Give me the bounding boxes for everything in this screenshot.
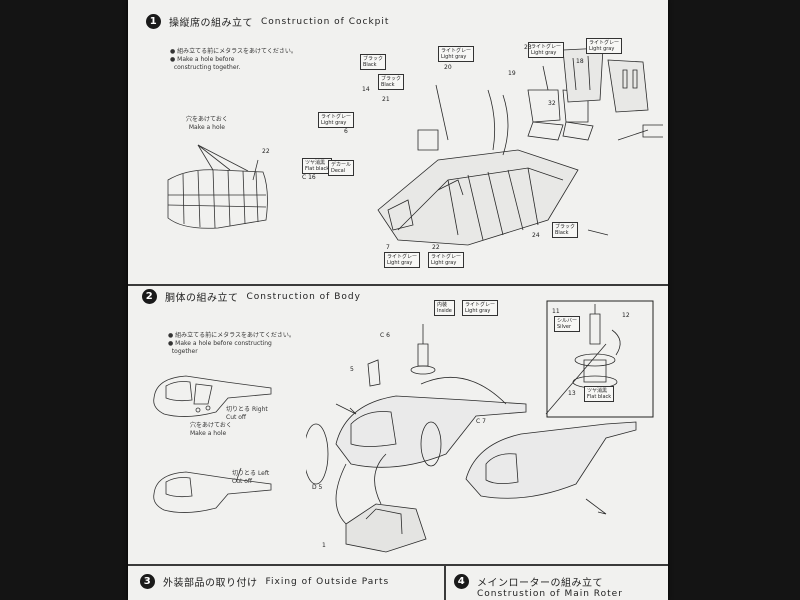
title-en: Construction of Body: [246, 291, 361, 302]
section-cockpit: 1 操縦席の組み立て Construction of Cockpit ● 組み立…: [128, 0, 668, 284]
cut-left-label: 切りとる Left Cut off: [232, 470, 270, 485]
part-number: D 5: [312, 484, 323, 491]
part-number: C 6: [380, 332, 390, 339]
hole-note: ● 組み立てる前にメタラスをあけてください。 ● Make a hole bef…: [168, 332, 295, 355]
section-header: 4 メインローターの組み立て Construstion of Main Rote…: [454, 574, 623, 599]
section-header: 1 操縦席の組み立て Construction of Cockpit: [146, 14, 389, 29]
note-en-1: Make a hole before: [177, 56, 235, 63]
part-number: 18: [576, 58, 584, 65]
step-number: 4: [454, 574, 469, 589]
note-jp: 組み立てる前にメタラスをあけてください。: [177, 48, 297, 55]
body-exploded-drawing: [306, 304, 656, 558]
hole-callout: 穴をあけておく Make a hole: [186, 116, 228, 132]
step-number: 2: [142, 289, 157, 304]
title-en: Construstion of Main Roter: [477, 589, 623, 599]
part-number: C 7: [476, 418, 486, 425]
part-number: 22: [262, 148, 270, 155]
hole-en: Make a hole: [188, 124, 225, 131]
part-number: 1: [322, 542, 326, 549]
part-number: 6: [344, 128, 348, 135]
section-outside-parts: 3 外装部品の取り付け Fixing of Outside Parts: [128, 566, 668, 600]
part-number: 11: [552, 308, 560, 315]
part-number: 19: [508, 70, 516, 77]
step-number: 3: [140, 574, 155, 589]
part-number: 14: [362, 86, 370, 93]
part-number: 23: [524, 44, 532, 51]
section-header: 3 外装部品の取り付け Fixing of Outside Parts: [140, 574, 389, 589]
note-jp: 組み立てる前にメタラスをあけてください。: [175, 332, 295, 339]
part-number: 32: [548, 100, 556, 107]
part-number: 7: [386, 244, 390, 251]
title-en: Construction of Cockpit: [261, 16, 390, 27]
note-en-1: Make a hole before constructing: [175, 340, 272, 347]
section-divider: [128, 564, 668, 566]
hole-note: ● 組み立てる前にメタラスをあけてください。 ● Make a hole bef…: [170, 48, 297, 71]
hole-jp: 穴をあけておく: [186, 116, 228, 123]
detail-box: [546, 300, 654, 418]
section-main-rotor: 4 メインローターの組み立て Construstion of Main Rote…: [450, 566, 668, 600]
title-jp: 外装部品の取り付け: [163, 578, 258, 589]
part-number: C 16: [302, 174, 316, 181]
column-divider: [444, 566, 446, 600]
section-header: 2 胴体の組み立て Construction of Body: [142, 289, 361, 304]
section-body: 2 胴体の組み立て Construction of Body ● 組み立てる前に…: [128, 286, 668, 564]
part-number: 12: [622, 312, 630, 319]
floor-panel-drawing: [158, 140, 278, 240]
note-en-2: constructing together.: [173, 64, 241, 71]
section-divider: [128, 284, 668, 286]
fuselage-right-drawing: [146, 368, 276, 430]
cockpit-exploded-drawing: [288, 30, 663, 275]
cut-right-label: 切りとる Right Cut off: [226, 406, 268, 421]
step-number: 1: [146, 14, 161, 29]
part-number: 20: [444, 64, 452, 71]
note-en-2: together: [171, 348, 198, 355]
part-number: 21: [382, 96, 390, 103]
title-en: Fixing of Outside Parts: [265, 576, 390, 587]
part-number: 5: [350, 366, 354, 373]
title-jp: 操縦席の組み立て: [169, 18, 253, 29]
fuselage-left-drawing: [146, 464, 276, 526]
part-number: 22: [432, 244, 440, 251]
part-number: 24: [532, 232, 540, 239]
title-jp: 胴体の組み立て: [165, 293, 239, 304]
hole-callout: 穴をあけておく Make a hole: [190, 422, 232, 437]
part-number: 13: [568, 390, 576, 397]
title-jp: メインローターの組み立て: [477, 578, 603, 589]
instruction-sheet: 1 操縦席の組み立て Construction of Cockpit ● 組み立…: [128, 0, 668, 600]
